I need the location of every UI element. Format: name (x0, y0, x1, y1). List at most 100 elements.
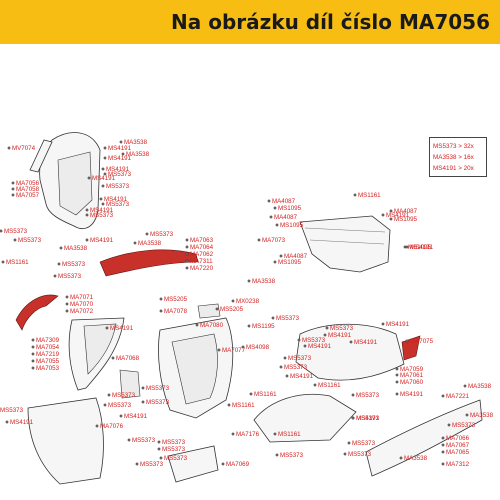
part-number-label: MS4191 (308, 343, 332, 350)
part-number-label: MS5373 (356, 392, 380, 399)
part-number-label: MS5373 (452, 422, 476, 429)
bolt-marker (297, 338, 301, 342)
part-number-label: MS4191 (328, 332, 352, 339)
bolt-marker (227, 403, 231, 407)
bolt-marker (285, 374, 289, 378)
bolt-marker (463, 384, 467, 388)
bolt-marker (405, 245, 409, 249)
bolt-marker (283, 356, 287, 360)
part-number-label: MA3538 (138, 240, 162, 247)
bolt-marker (231, 432, 235, 436)
part-ma7069 (167, 445, 219, 483)
part-number-label: MS4191 (354, 339, 378, 346)
part-number-label: MS5373 (106, 183, 130, 190)
bolt-marker (231, 299, 235, 303)
bolt-marker (185, 245, 189, 249)
bolt-marker (185, 252, 189, 256)
bolt-marker (303, 344, 307, 348)
part-number-label: MA7080 (200, 322, 224, 329)
part-ma7068 (119, 369, 141, 399)
part-number-label: MS5373 (18, 237, 42, 244)
bolt-marker (105, 326, 109, 330)
bolt-marker (11, 187, 15, 191)
part-number-label: MA7066 (446, 435, 470, 442)
part-number-label: MA7075 (410, 338, 434, 345)
part-number-label: MS4191 (386, 321, 410, 328)
bolt-marker (121, 152, 125, 156)
part-number-label: MS5373 (162, 446, 186, 453)
part-number-label: MA3538 (126, 151, 150, 158)
part-number-label: MA7055 (36, 358, 60, 365)
bolt-marker (59, 246, 63, 250)
parts-drawing (15, 132, 483, 485)
bolt-marker (53, 274, 57, 278)
part-headlight-mask (15, 294, 59, 331)
bolt-marker (101, 202, 105, 206)
bolt-marker (389, 209, 393, 213)
bolt-marker (447, 423, 451, 427)
legend-line-ms4191: MS4191 > 20x (433, 165, 474, 172)
legend-line-ma3538: MA3538 > 16x (433, 154, 474, 161)
part-number-label: MS1161 (232, 402, 255, 409)
part-number-label: MS5205 (220, 306, 244, 313)
bolt-marker (111, 356, 115, 360)
part-number-label: MS5373 (4, 228, 28, 235)
part-number-label: MA7176 (236, 431, 260, 438)
bolt-marker (103, 146, 107, 150)
part-number-label: MS1161 (6, 259, 29, 266)
bolt-marker (31, 359, 35, 363)
part-number-label: MS1095 (394, 216, 418, 223)
part-number-label: MS4191 (106, 166, 130, 173)
part-number-label: MS4191 (290, 373, 314, 380)
bolt-marker (441, 450, 445, 454)
bolt-marker (101, 184, 105, 188)
part-number-label: MS5373 (348, 451, 372, 458)
part-number-label: MS4191 (90, 207, 114, 214)
part-number-label: MS1161 (278, 431, 301, 438)
bolt-marker (31, 352, 35, 356)
bolt-marker (11, 193, 15, 197)
part-number-label: MS5373 (302, 337, 326, 344)
bolt-marker (395, 373, 399, 377)
part-number-label: MA7061 (400, 372, 424, 379)
bolt-marker (405, 339, 409, 343)
bolt-marker (103, 403, 107, 407)
part-number-label: MS1161 (254, 391, 277, 398)
bolt-marker (127, 438, 131, 442)
bolt-marker (323, 333, 327, 337)
bolt-marker (87, 176, 91, 180)
bolt-marker (31, 338, 35, 342)
bolt-marker (381, 322, 385, 326)
part-underseat-tray (299, 215, 391, 273)
part-number-label: MA7067 (446, 442, 470, 449)
bolt-marker (157, 447, 161, 451)
bolt-marker (275, 453, 279, 457)
part-floorboard (253, 393, 357, 443)
part-number-label: MS5373 (280, 452, 304, 459)
part-side-fairing-red (99, 249, 199, 277)
part-number-label: MA7072 (70, 308, 94, 315)
part-number-label: MS4191 (108, 145, 132, 152)
bolt-marker (395, 380, 399, 384)
part-number-labels: MA3538MS4191MA3538MS4191MV7074MS4191MS53… (0, 139, 494, 468)
bolt-marker (273, 432, 277, 436)
part-number-label: MS4191 (104, 196, 128, 203)
bolt-marker (141, 400, 145, 404)
part-number-label: MS1161 (318, 382, 341, 389)
bolt-marker (217, 348, 221, 352)
part-number-label: MA3538 (404, 455, 428, 462)
exploded-parts-diagram: MA3538MS4191MA3538MS4191MV7074MS4191MS53… (0, 132, 494, 485)
bolt-marker (1, 260, 5, 264)
bolt-marker (351, 393, 355, 397)
bolt-marker (159, 309, 163, 313)
bolt-marker (325, 326, 329, 330)
bolt-marker (351, 416, 355, 420)
bolt-marker (313, 383, 317, 387)
bolt-marker (275, 223, 279, 227)
part-number-label: MS5373 (112, 392, 136, 399)
part-number-label: MA7063 (190, 237, 214, 244)
part-number-label: MS5373 (284, 364, 308, 371)
bolt-marker (119, 140, 123, 144)
part-number-label: MS1095 (408, 244, 432, 251)
part-number-label: MS5373 (108, 171, 132, 178)
